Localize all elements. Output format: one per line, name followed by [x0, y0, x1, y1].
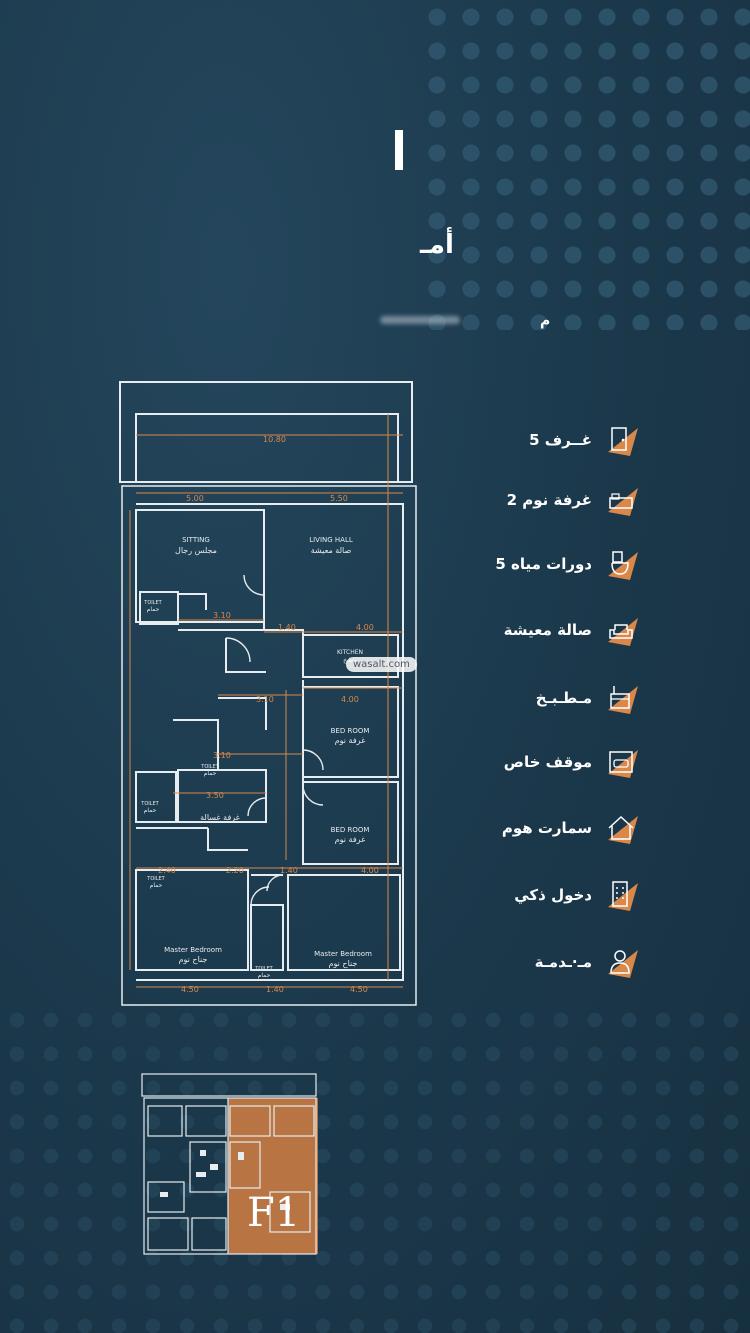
smart-home-icon [604, 810, 640, 846]
sofa-icon [604, 612, 640, 648]
floor-label: F1 [247, 1190, 301, 1236]
door-icon [604, 422, 640, 458]
room-label-en: BED ROOM [331, 826, 370, 834]
floor-plan: 10.80 5.00 5.50 3.10 1.40 4.00 3.10 4.00… [118, 380, 428, 1014]
bed-icon [604, 482, 640, 518]
header-title: أمـ [420, 230, 454, 260]
room-label-ar: غرفة نوم [335, 736, 366, 745]
dim-label: 3.10 [213, 611, 231, 620]
keypad-icon [604, 877, 640, 913]
dim-label: 1.40 [278, 623, 296, 632]
feature-label: صالة معيشة [503, 621, 592, 639]
dot-pattern-top [420, 0, 750, 330]
room-label-ar: صالة معيشة [311, 546, 352, 555]
dim-label: 4.00 [341, 695, 359, 704]
toilet-label-ar: حمام [147, 606, 160, 613]
floor-key-plan: F1 [140, 1072, 318, 1256]
dim-label: 2.40 [158, 866, 176, 875]
toilet-icon [604, 546, 640, 582]
feature-item: سمارت هوم [490, 808, 640, 848]
toilet-label-en: TOILET [140, 801, 159, 807]
feature-item: 5 دورات مياه [490, 544, 640, 584]
maid-icon [604, 944, 640, 980]
dim-label: 3.10 [213, 751, 231, 760]
room-label-en: LIVING HALL [309, 536, 353, 544]
toilet-label-en: TOILET [254, 966, 273, 972]
toilet-label-ar: حمام [204, 770, 217, 777]
feature-item: 2 غرفة نوم [490, 480, 640, 520]
dim-label: 5.50 [330, 494, 348, 503]
parking-icon [604, 744, 640, 780]
room-label-ar: مجلس رجال [175, 546, 217, 555]
room-label-en: Master Bedroom [314, 950, 372, 958]
kitchen-icon [604, 680, 640, 716]
toilet-label-en: TOILET [146, 876, 165, 882]
feature-item: مـطـبـخ [490, 678, 640, 718]
header-bar [395, 130, 403, 170]
dim-label: 2.20 [226, 866, 244, 875]
floor-plan-drawing: 10.80 5.00 5.50 3.10 1.40 4.00 3.10 4.00… [119, 381, 417, 1006]
key-plan-drawing [141, 1073, 318, 1255]
feature-label: 5 غــرف [529, 431, 592, 449]
watermark: wasalt.com [346, 657, 417, 672]
dim-label: 4.50 [181, 985, 199, 994]
room-label-ar: غرفة نوم [335, 835, 366, 844]
feature-item: دخول ذكي [490, 875, 640, 915]
room-label-ar: جناح نوم [329, 959, 358, 968]
toilet-label-ar: حمام [258, 972, 271, 979]
dim-label: 4.00 [361, 866, 379, 875]
room-label-en: BED ROOM [331, 727, 370, 735]
dim-label: 3.50 [206, 791, 224, 800]
dim-label: 10.80 [263, 435, 286, 444]
blurred-text [380, 316, 460, 324]
header-subtitle: م [540, 313, 551, 329]
room-label-ar: غرفة غسالة [200, 813, 240, 822]
feature-item: 5 غــرف [490, 420, 640, 460]
feature-label: 5 دورات مياه [495, 555, 592, 573]
feature-label: موقف خاص [503, 753, 592, 771]
toilet-label-ar: حمام [144, 807, 157, 814]
dim-label: 4.00 [356, 623, 374, 632]
feature-label: مـطـبـخ [535, 689, 592, 707]
feature-label: مـ·ـدمـة [534, 953, 592, 971]
dim-label: 1.40 [280, 866, 298, 875]
dim-label: 5.00 [186, 494, 204, 503]
feature-label: 2 غرفة نوم [506, 491, 592, 509]
feature-label: دخول ذكي [514, 886, 592, 904]
toilet-label-en: TOILET [143, 600, 162, 606]
feature-label: سمارت هوم [501, 819, 592, 837]
feature-item: مـ·ـدمـة [490, 942, 640, 982]
room-label-en: Master Bedroom [164, 946, 222, 954]
dim-label: 1.40 [266, 985, 284, 994]
room-label-en: SITTING [182, 536, 210, 544]
dim-label: 4.50 [350, 985, 368, 994]
feature-item: صالة معيشة [490, 610, 640, 650]
room-label-en: KITCHEN [337, 649, 363, 656]
room-label-ar: جناح نوم [179, 955, 208, 964]
dot-pattern-bottom [0, 1003, 750, 1333]
dim-label: 3.10 [256, 695, 274, 704]
toilet-label-ar: حمام [150, 882, 163, 889]
feature-item: موقف خاص [490, 742, 640, 782]
toilet-label-en: TOILET [200, 764, 219, 770]
